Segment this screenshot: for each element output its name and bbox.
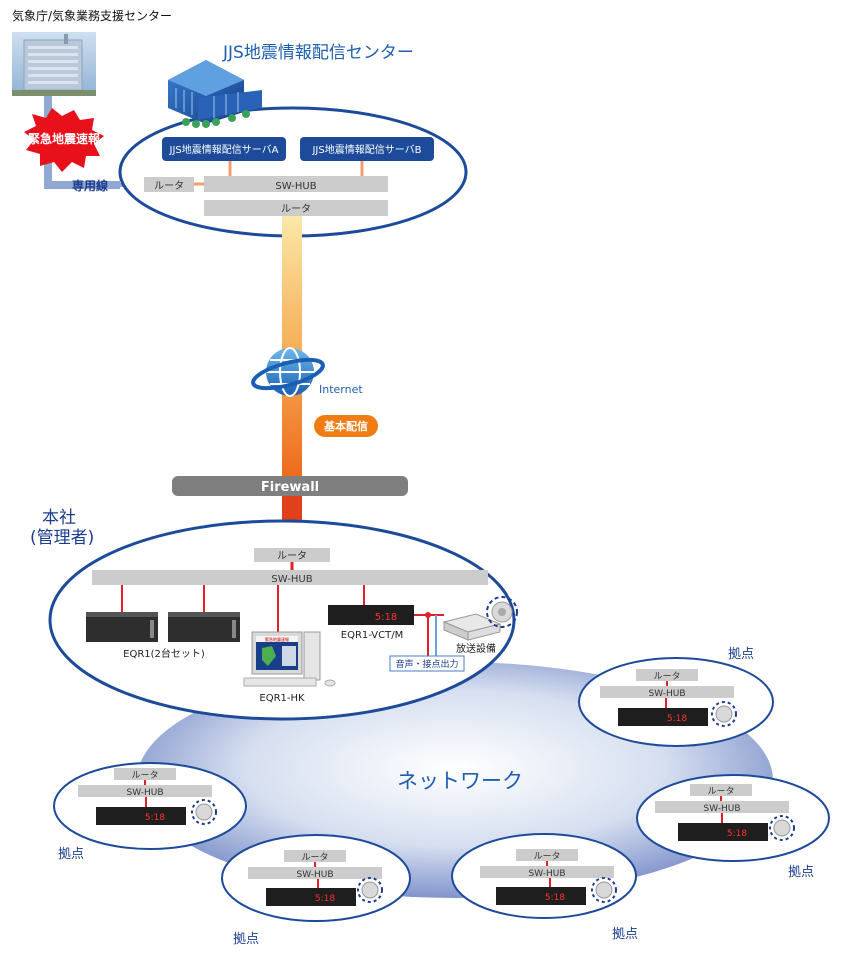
- eqr1-unit-1: [86, 612, 158, 642]
- jjs-router-left: ルータ: [144, 177, 194, 192]
- base-label-4: 拠点: [612, 927, 638, 942]
- svg-text:音声・接点出力: 音声・接点出力: [395, 658, 458, 670]
- svg-text:ルータ: ルータ: [533, 851, 560, 862]
- eqr1-hk-label: EQR1-HK: [259, 693, 305, 704]
- svg-text:SW-HUB: SW-HUB: [126, 788, 163, 798]
- svg-text:SW-HUB: SW-HUB: [296, 870, 333, 880]
- svg-text:ルータ: ルータ: [653, 671, 680, 682]
- eqr1-hk-pc: 緊急地震速報: [243, 631, 336, 687]
- internet-globe-icon: [251, 347, 325, 397]
- hq-subtitle: (管理者): [30, 528, 94, 548]
- svg-text:JJS地震情報配信サーバB: JJS地震情報配信サーバB: [311, 143, 421, 156]
- svg-text:SW-HUB: SW-HUB: [648, 689, 685, 699]
- eew-burst-badge: 緊急地震速報: [24, 108, 104, 172]
- svg-text:ルータ: ルータ: [281, 203, 311, 215]
- jjs-sw-hub: SW-HUB: [204, 176, 388, 192]
- base-node-1: ルータ SW-HUB 5:18: [578, 657, 774, 747]
- base-label-1: 拠点: [728, 647, 754, 662]
- hq-title: 本社: [42, 508, 76, 528]
- svg-text:ルータ: ルータ: [707, 786, 734, 797]
- svg-text:ルータ: ルータ: [154, 180, 184, 192]
- svg-text:5:18: 5:18: [315, 894, 335, 904]
- hq-sw-hub: SW-HUB: [92, 570, 488, 585]
- network-label: ネットワーク: [397, 769, 523, 793]
- eqr1-unit-2: [168, 612, 240, 642]
- eqr1-vct-device: 5:18: [328, 605, 414, 625]
- svg-text:SW-HUB: SW-HUB: [528, 869, 565, 879]
- broadcast-equipment-image: [442, 613, 502, 641]
- jma-building-image: [12, 32, 96, 96]
- base-label-5: 拠点: [788, 865, 814, 880]
- base-label-3: 拠点: [233, 932, 259, 947]
- svg-text:基本配信: 基本配信: [323, 419, 368, 433]
- internet-label: Internet: [319, 383, 363, 396]
- eqr1-vct-label: EQR1-VCT/M: [341, 630, 403, 641]
- audio-contact-output-badge: 音声・接点出力: [389, 655, 465, 672]
- svg-text:Firewall: Firewall: [261, 480, 319, 495]
- base-node-3: ルータ SW-HUB 5:18: [221, 834, 411, 922]
- svg-text:5:18: 5:18: [727, 829, 747, 839]
- speaker-icon: [486, 596, 518, 628]
- server-b-box: JJS地震情報配信サーバB: [300, 137, 434, 161]
- svg-text:ルータ: ルータ: [277, 550, 307, 562]
- svg-text:緊急地震速報: 緊急地震速報: [28, 131, 101, 146]
- eqr1-pair-label: EQR1(2台セット): [123, 647, 205, 660]
- base-label-2: 拠点: [58, 847, 84, 862]
- base-node-4: ルータ SW-HUB 5:18: [451, 833, 637, 919]
- svg-text:SW-HUB: SW-HUB: [275, 181, 316, 192]
- base-node-5: ルータ SW-HUB 5:18: [636, 774, 830, 862]
- jjs-router-bottom: ルータ: [204, 200, 388, 216]
- jjs-center-title: JJS地震情報配信センター: [222, 43, 414, 63]
- jjs-building-image: [168, 60, 262, 128]
- svg-text:SW-HUB: SW-HUB: [703, 804, 740, 814]
- svg-text:ルータ: ルータ: [131, 770, 158, 781]
- svg-text:JJS地震情報配信サーバA: JJS地震情報配信サーバA: [169, 143, 279, 156]
- server-a-box: JJS地震情報配信サーバA: [162, 137, 286, 161]
- svg-text:緊急地震速報: 緊急地震速報: [265, 636, 289, 642]
- base-node-2: ルータ SW-HUB 5:18: [53, 762, 247, 850]
- hq-router: ルータ: [254, 548, 330, 562]
- svg-text:SW-HUB: SW-HUB: [271, 574, 312, 585]
- broadcast-equipment-label: 放送設備: [456, 642, 496, 655]
- svg-text:5:18: 5:18: [145, 813, 165, 823]
- svg-text:5:18: 5:18: [667, 714, 687, 724]
- basic-delivery-badge: 基本配信: [314, 415, 378, 437]
- svg-text:5:18: 5:18: [375, 612, 397, 623]
- svg-text:ルータ: ルータ: [301, 852, 328, 863]
- svg-text:5:18: 5:18: [545, 893, 565, 903]
- jma-label: 気象庁/気象業務支援センター: [12, 8, 172, 23]
- firewall-bar: Firewall: [172, 476, 408, 496]
- leased-line-label: 専用線: [72, 178, 108, 193]
